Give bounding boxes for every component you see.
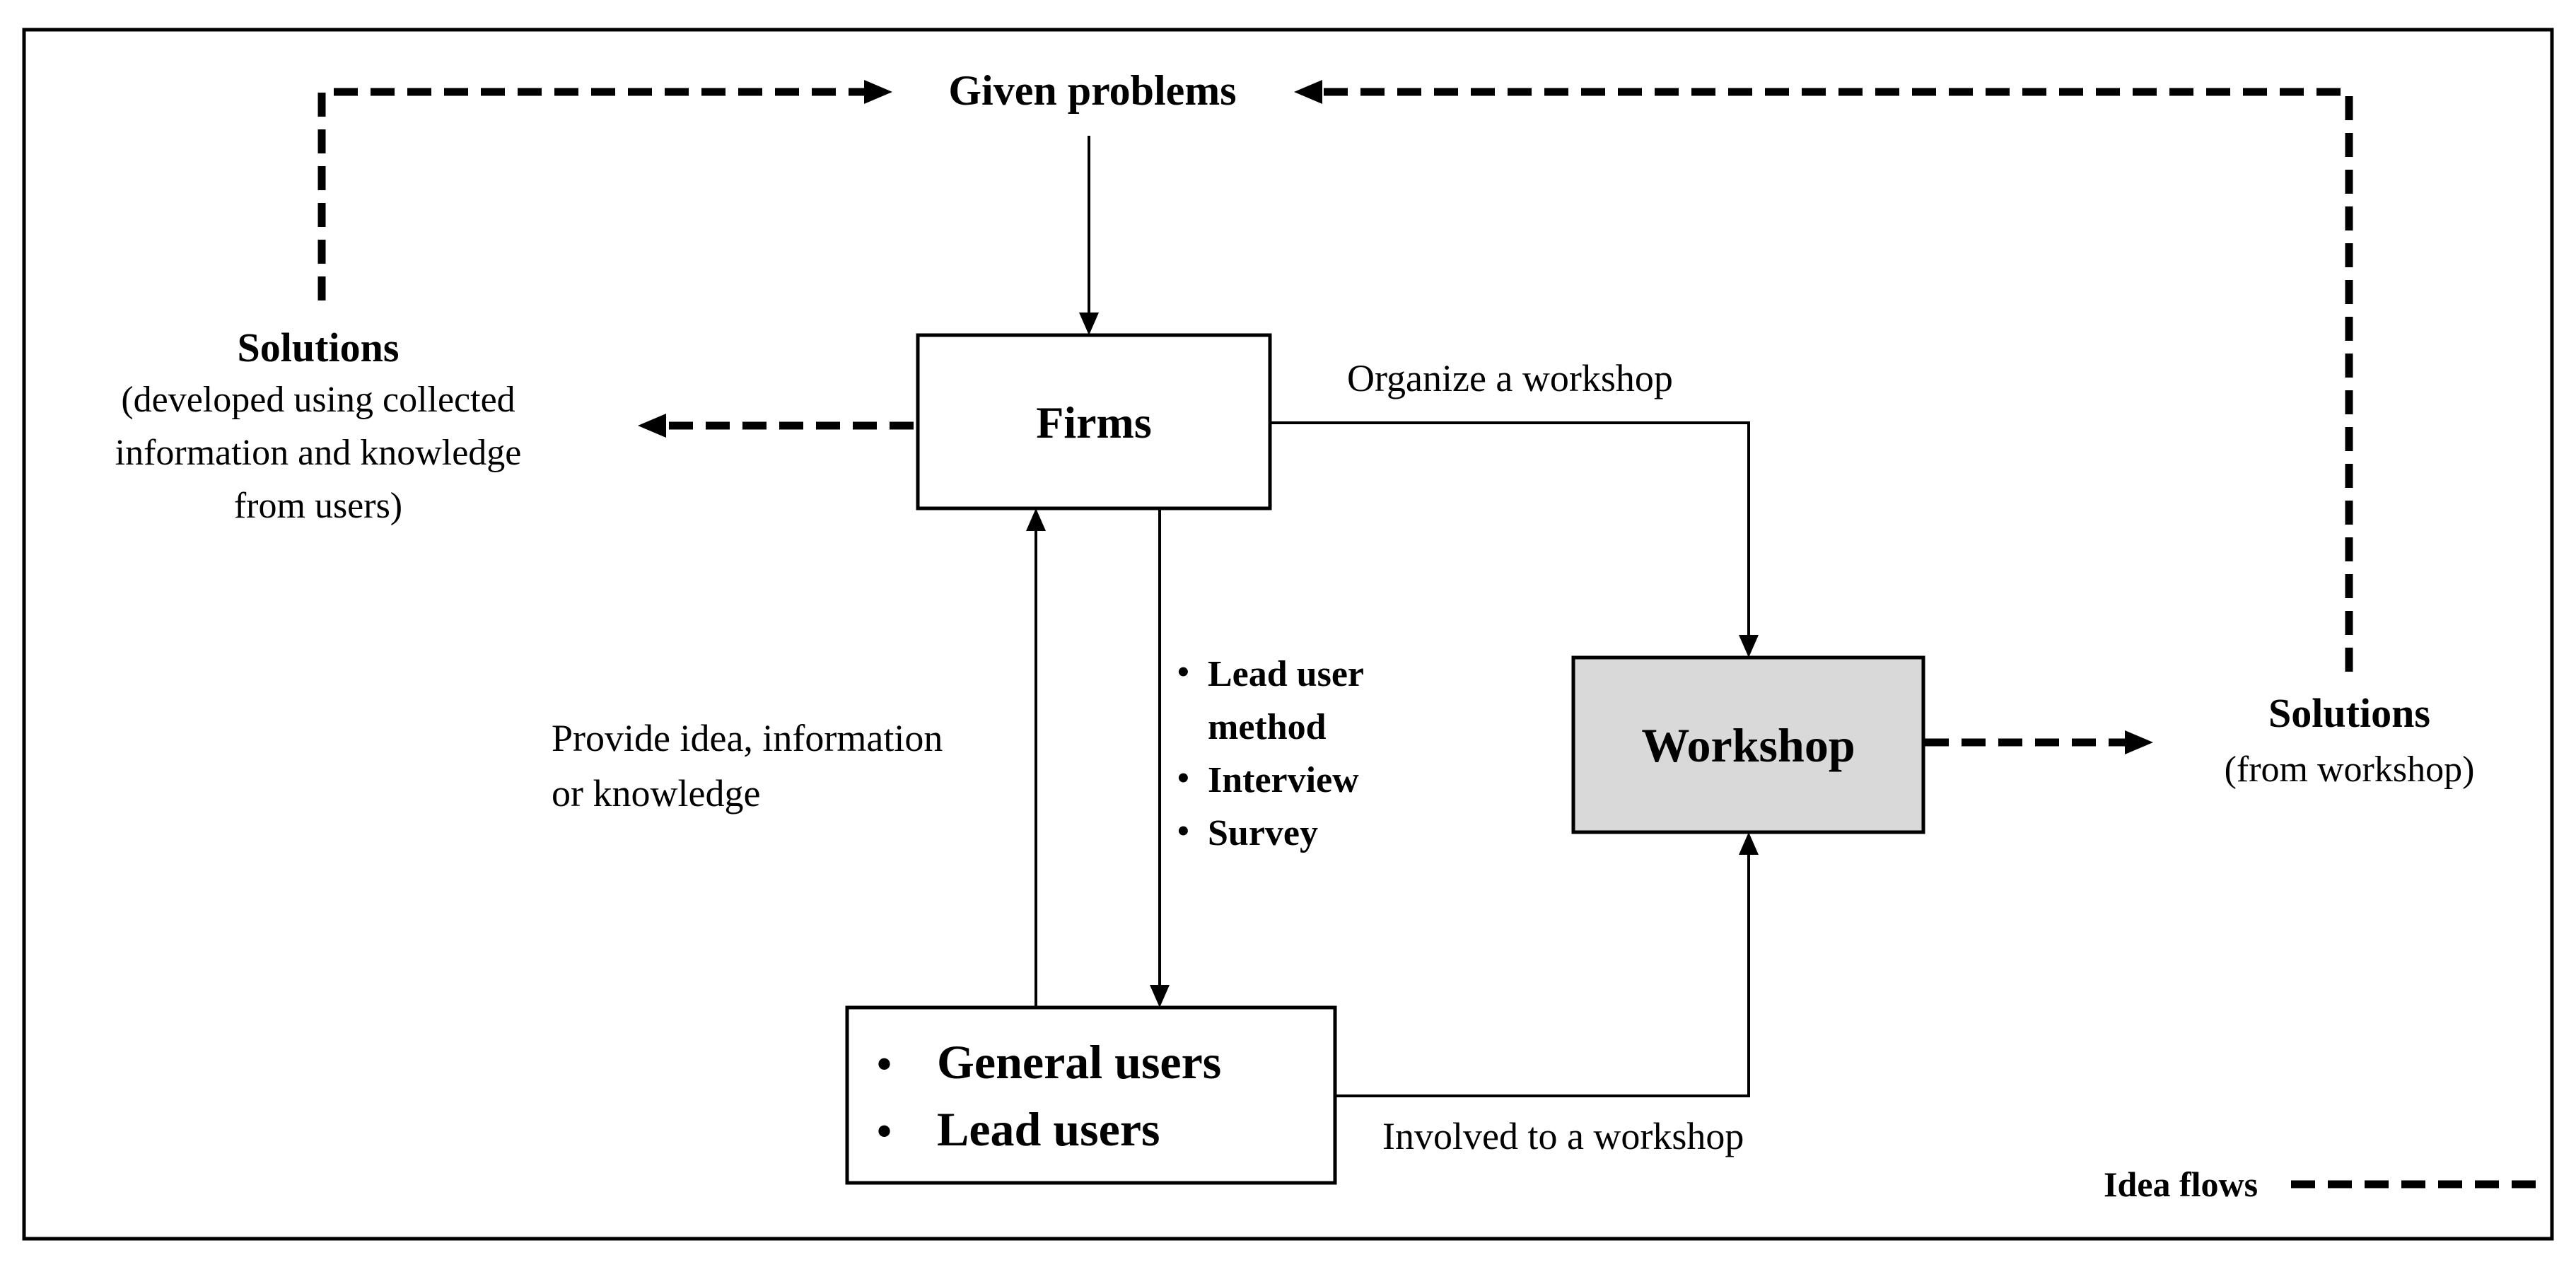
idea-flow-firms-arrowhead bbox=[638, 414, 666, 438]
provide-idea-line-2: or knowledge bbox=[552, 772, 761, 814]
method-survey: Survey bbox=[1208, 813, 1318, 853]
workshop-label: Workshop bbox=[1641, 718, 1855, 772]
users-box bbox=[845, 1005, 1337, 1185]
bullet-dot: • bbox=[1177, 653, 1189, 691]
users-general: General users bbox=[937, 1035, 1222, 1089]
given-problems-label: Given problems bbox=[948, 67, 1237, 114]
organize-workshop-label: Organize a workshop bbox=[1347, 357, 1673, 399]
idea-flow-left-to-problems bbox=[317, 88, 864, 300]
method-lead-user-cont: method bbox=[1208, 707, 1327, 747]
bullet-dot: • bbox=[1177, 759, 1189, 797]
firms-box bbox=[916, 333, 1272, 510]
idea-flow-left-arrowhead bbox=[864, 80, 892, 104]
solutions-right-subtitle: (from workshop) bbox=[2224, 749, 2475, 790]
involved-arrowhead bbox=[1739, 832, 1759, 855]
solutions-right-title: Solutions bbox=[2268, 690, 2430, 736]
users-lead: Lead users bbox=[937, 1102, 1160, 1156]
legend-label: Idea flows bbox=[2104, 1164, 2259, 1204]
method-interview: Interview bbox=[1208, 760, 1359, 800]
organize-line bbox=[1270, 421, 1750, 635]
workshop-box bbox=[1571, 655, 1925, 834]
provide-arrowhead bbox=[1026, 508, 1046, 531]
organize-arrowhead bbox=[1739, 635, 1759, 658]
idea-flow-workshop-arrowhead bbox=[2125, 730, 2153, 754]
bullet-dot: • bbox=[877, 1108, 892, 1155]
methods-arrowhead bbox=[1150, 985, 1170, 1008]
method-lead-user: Lead user bbox=[1208, 654, 1364, 694]
idea-flow-right-arrowhead bbox=[1294, 80, 1322, 104]
given-to-firms-arrowhead bbox=[1079, 313, 1099, 335]
solutions-left-title: Solutions bbox=[237, 325, 400, 370]
bullet-dot: • bbox=[1177, 812, 1189, 850]
solutions-left-line-1: (developed using collected bbox=[121, 380, 515, 420]
involved-workshop-label: Involved to a workshop bbox=[1382, 1115, 1744, 1157]
solutions-left-line-3: from users) bbox=[233, 486, 403, 526]
idea-flow-right-to-problems bbox=[1322, 88, 2353, 672]
outer-frame bbox=[22, 28, 2554, 1241]
bullet-dot: • bbox=[877, 1041, 892, 1087]
provide-idea-line-1: Provide idea, information bbox=[552, 717, 943, 759]
involved-line bbox=[1335, 855, 1750, 1097]
solutions-left-line-2: information and knowledge bbox=[115, 433, 522, 473]
firms-label: Firms bbox=[1036, 397, 1152, 448]
